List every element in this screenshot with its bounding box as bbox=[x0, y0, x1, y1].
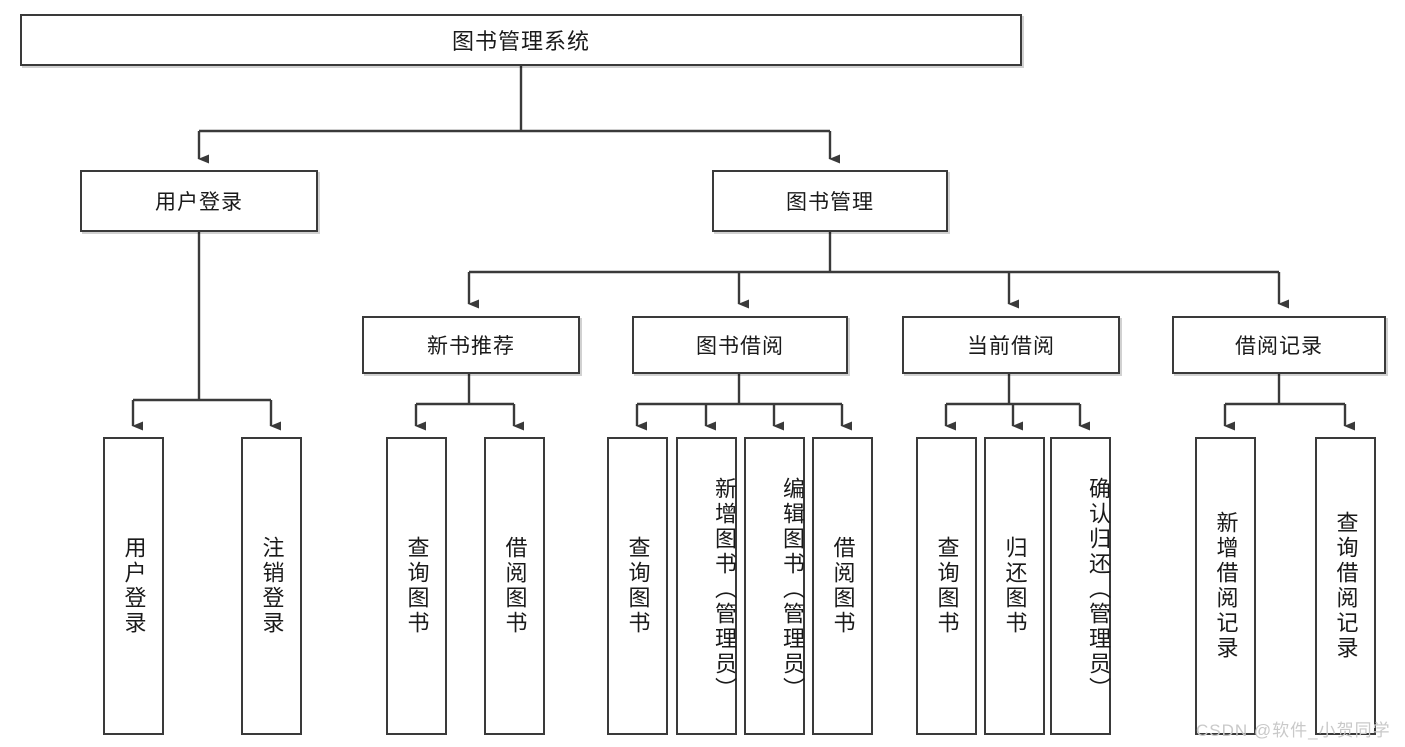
leaf-current-borrow-confirm-return[interactable]: 确认归还（管理员） bbox=[1050, 437, 1111, 735]
leaf-label: 归还图书 bbox=[1002, 536, 1028, 636]
node-new-book-recommend[interactable]: 新书推荐 bbox=[362, 316, 580, 374]
leaf-label: 查询借阅记录 bbox=[1333, 511, 1359, 661]
node-root-label: 图书管理系统 bbox=[451, 29, 590, 54]
leaf-label: 用户登录 bbox=[121, 536, 147, 636]
leaf-label: 查询图书 bbox=[404, 536, 430, 636]
leaf-current-borrow-query[interactable]: 查询图书 bbox=[916, 437, 977, 735]
leaf-label: 查询图书 bbox=[625, 536, 651, 636]
leaf-label: 新增借阅记录 bbox=[1213, 511, 1239, 661]
node-current-borrow-label: 当前借阅 bbox=[967, 335, 1055, 358]
leaf-book-borrow-borrow[interactable]: 借阅图书 bbox=[812, 437, 873, 735]
leaf-label: 借阅图书 bbox=[502, 536, 528, 636]
node-book-management[interactable]: 图书管理 bbox=[712, 170, 948, 232]
leaf-current-borrow-return[interactable]: 归还图书 bbox=[984, 437, 1045, 735]
node-borrow-record[interactable]: 借阅记录 bbox=[1172, 316, 1386, 374]
leaf-label: 注销登录 bbox=[259, 536, 285, 636]
csdn-watermark: CSDN @软件_小贺同学 bbox=[1196, 721, 1391, 740]
node-book-borrow-label: 图书借阅 bbox=[696, 335, 784, 358]
leaf-book-borrow-query[interactable]: 查询图书 bbox=[607, 437, 668, 735]
leaf-new-book-borrow[interactable]: 借阅图书 bbox=[484, 437, 545, 735]
node-new-book-recommend-label: 新书推荐 bbox=[427, 335, 515, 358]
leaf-label: 查询图书 bbox=[934, 536, 960, 636]
leaf-borrow-record-add[interactable]: 新增借阅记录 bbox=[1195, 437, 1256, 735]
leaf-new-book-query[interactable]: 查询图书 bbox=[386, 437, 447, 735]
leaf-user-login-login[interactable]: 用户登录 bbox=[103, 437, 164, 735]
node-book-borrow[interactable]: 图书借阅 bbox=[632, 316, 848, 374]
leaf-label: 新增图书（管理员） bbox=[712, 476, 737, 702]
node-user-login[interactable]: 用户登录 bbox=[80, 170, 318, 232]
node-user-login-label: 用户登录 bbox=[155, 191, 243, 214]
node-root[interactable]: 图书管理系统 bbox=[20, 14, 1022, 66]
leaf-book-borrow-edit[interactable]: 编辑图书（管理员） bbox=[744, 437, 805, 735]
node-current-borrow[interactable]: 当前借阅 bbox=[902, 316, 1120, 374]
leaf-label: 确认归还（管理员） bbox=[1086, 476, 1111, 702]
leaf-book-borrow-add[interactable]: 新增图书（管理员） bbox=[676, 437, 737, 735]
leaf-user-login-logout[interactable]: 注销登录 bbox=[241, 437, 302, 735]
leaf-label: 编辑图书（管理员） bbox=[780, 476, 805, 702]
leaf-borrow-record-query[interactable]: 查询借阅记录 bbox=[1315, 437, 1376, 735]
leaf-label: 借阅图书 bbox=[830, 536, 856, 636]
node-book-management-label: 图书管理 bbox=[786, 191, 874, 214]
node-borrow-record-label: 借阅记录 bbox=[1235, 335, 1323, 358]
